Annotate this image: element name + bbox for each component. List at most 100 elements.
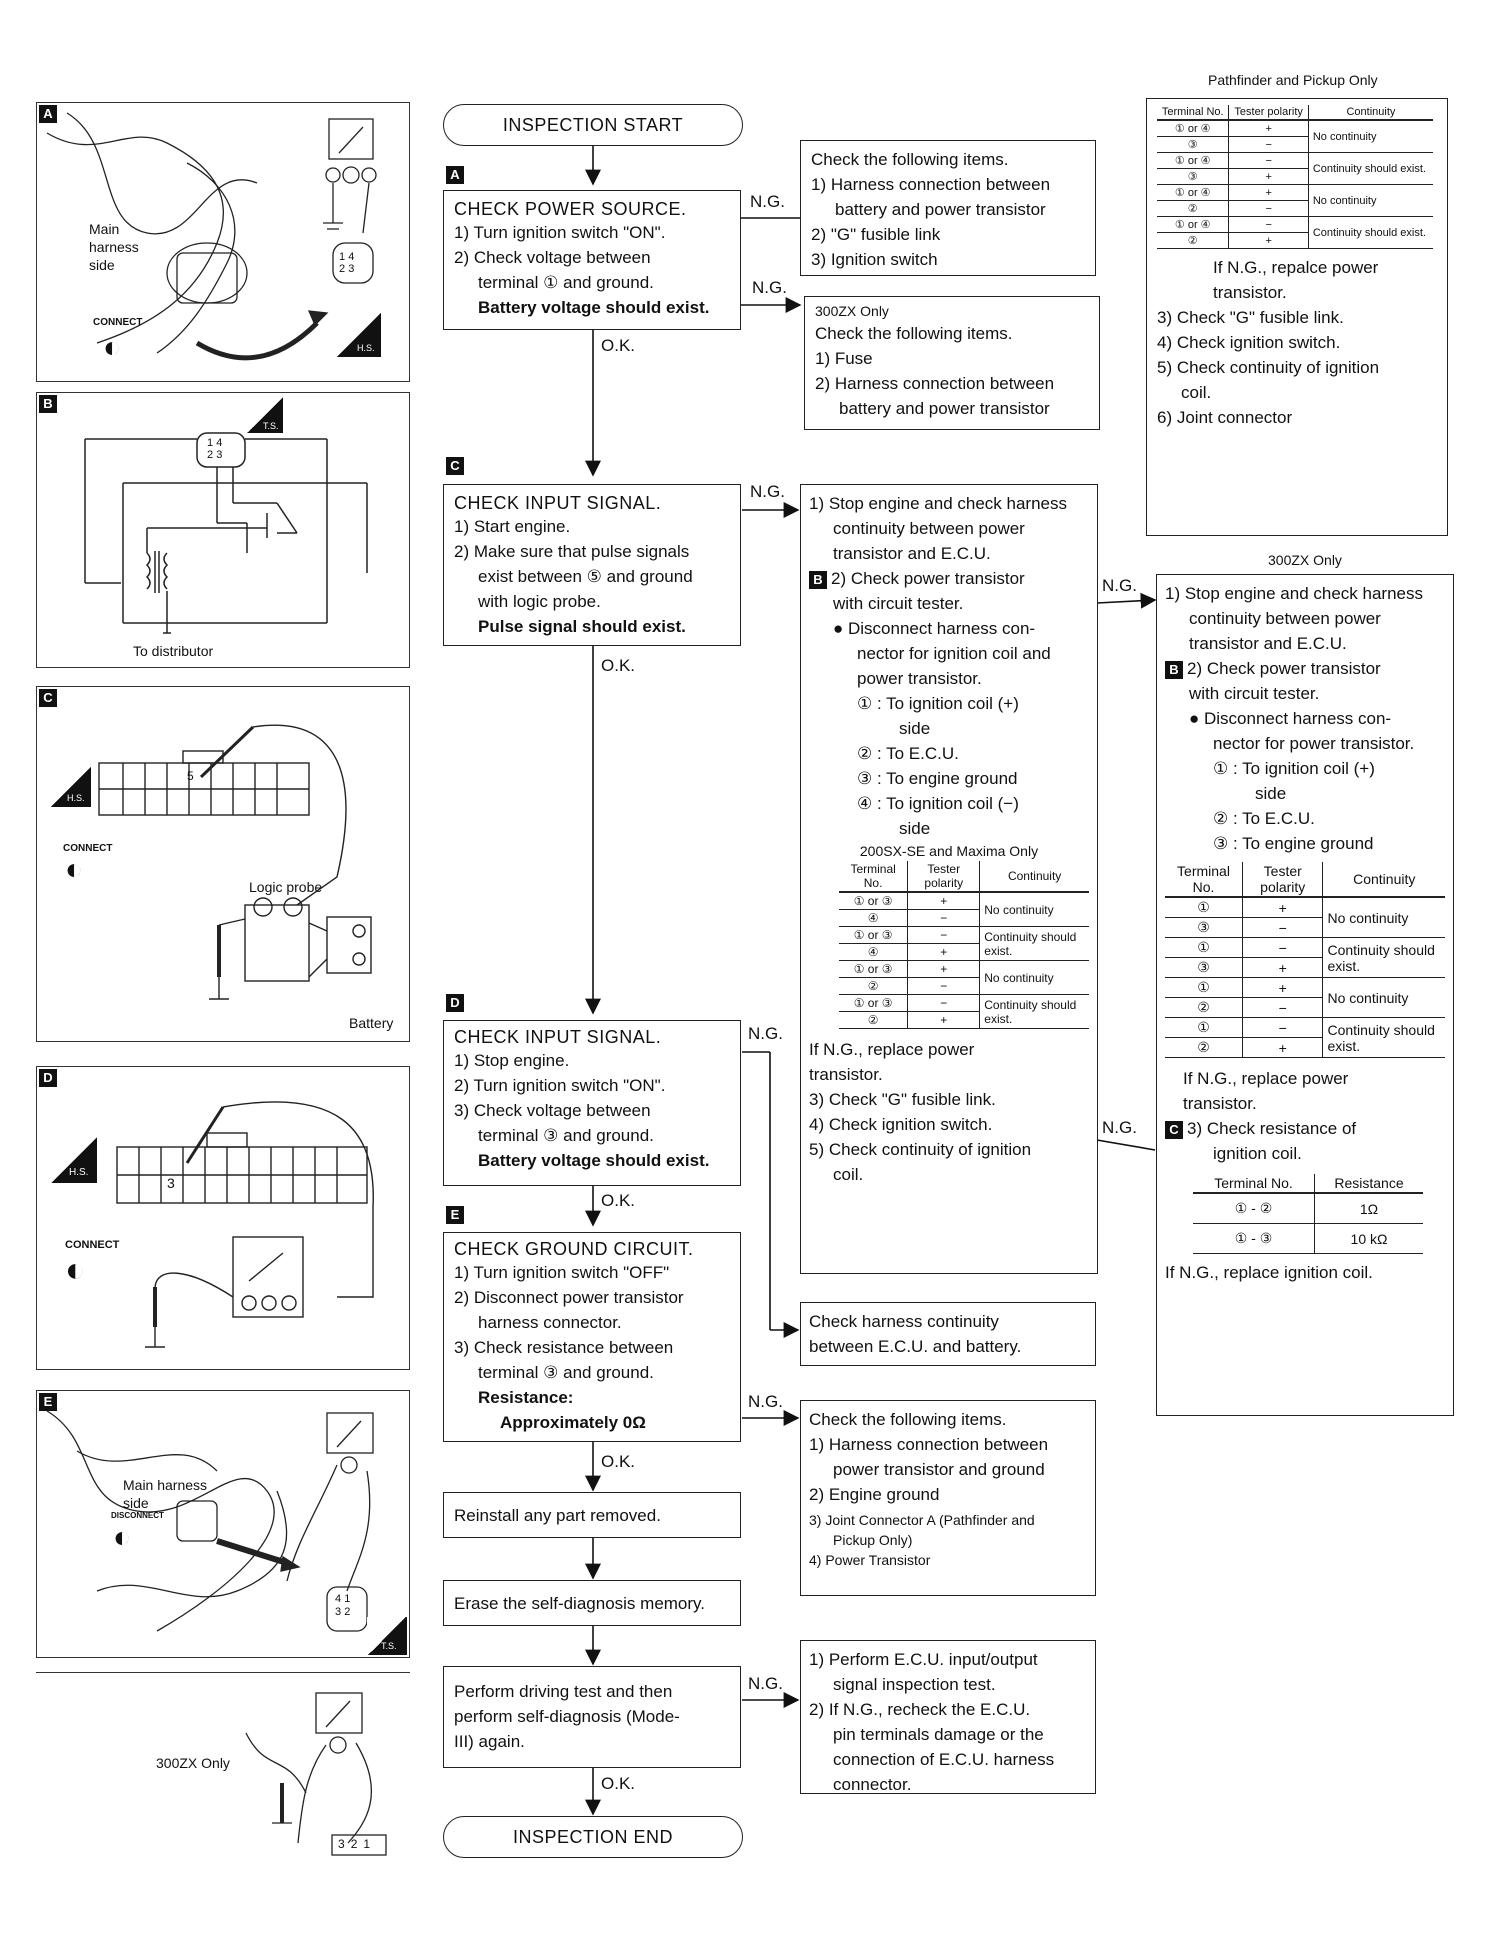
step-a-line: terminal ① and ground. xyxy=(478,273,654,292)
ng-label: N.G. xyxy=(1102,576,1137,595)
ng-c-line: ● Disconnect harness con- xyxy=(833,619,1036,638)
table-200-title: 200SX-SE and Maxima Only xyxy=(859,843,1039,859)
illus-zx-pins: 321 xyxy=(338,1837,377,1851)
illus-b-tag: B xyxy=(39,395,57,413)
ok-label: O.K. xyxy=(601,1191,636,1210)
driving-line: Perform driving test and then xyxy=(454,1682,673,1701)
ng-final-line: pin terminals damage or the xyxy=(833,1725,1044,1744)
table-cell: + xyxy=(1228,168,1309,185)
table-header: Terminal No. xyxy=(1157,105,1229,121)
table-cell: ② xyxy=(1165,997,1243,1018)
test-mode-icon xyxy=(367,1617,407,1655)
table-cell: ① or ④ xyxy=(1157,216,1229,233)
ng-c-line: 1) Stop engine and check harness xyxy=(809,494,1068,513)
driving-line: perform self-diagnosis (Mode- xyxy=(454,1707,680,1726)
ng-a1-line: 1) Harness connection between xyxy=(811,175,1051,194)
illus-a-mode: H.S. xyxy=(357,343,375,353)
table-cell: ② xyxy=(1157,200,1229,217)
step-a-tag: A xyxy=(446,166,468,184)
hot-soak-icon xyxy=(51,767,91,807)
test-mode-icon xyxy=(247,397,283,433)
illus-d-connect: CONNECT xyxy=(65,1239,120,1251)
ng-c-line: with circuit tester. xyxy=(833,594,964,613)
zx-line: ② : To E.C.U. xyxy=(1213,809,1315,828)
table-header: Tester polarity xyxy=(1241,862,1323,898)
table-cell: + xyxy=(1241,1037,1323,1058)
hot-soak-icon xyxy=(337,313,381,357)
step-d-box: CHECK INPUT SIGNAL. 1) Stop engine. 2) T… xyxy=(443,1020,741,1186)
table-cell: − xyxy=(1228,136,1309,153)
table-cell: Continuity should exist. xyxy=(979,926,1089,961)
connector-icon: ◐ xyxy=(65,1251,86,1289)
table-cell: ③ xyxy=(1165,957,1243,978)
ng-label: N.G. xyxy=(748,1392,783,1411)
illus-e-disconnect: DISCONNECT xyxy=(111,1511,164,1520)
table-header: Tester polarity xyxy=(1228,105,1309,121)
step-e-line: 3) Check resistance between xyxy=(454,1338,674,1357)
pathfinder-after: 5) Check continuity of ignition xyxy=(1157,358,1380,377)
ng-c-line: 2) Check power transistor xyxy=(831,569,1025,588)
table-cell: ② xyxy=(839,1011,908,1029)
ng-c-box: 1) Stop engine and check harness continu… xyxy=(800,484,1098,1274)
step-e-line: harness connector. xyxy=(478,1313,622,1332)
ng-d-line: Check harness continuity xyxy=(809,1312,999,1331)
illus-c-pin: 5 xyxy=(187,769,194,783)
table-cell: + xyxy=(1228,232,1309,249)
illus-zx-label: 300ZX Only xyxy=(156,1755,230,1771)
table-cell: ③ xyxy=(1157,136,1229,153)
zx-line: nector for power transistor. xyxy=(1213,734,1415,753)
table-cell: Continuity should exist. xyxy=(1307,152,1433,185)
inspection-start: INSPECTION START xyxy=(443,104,743,146)
table-cell: No continuity xyxy=(1307,184,1433,217)
table-cell: + xyxy=(1241,957,1323,978)
zx-after: transistor. xyxy=(1183,1094,1257,1113)
hot-soak-icon xyxy=(51,1137,97,1183)
table-cell: No continuity xyxy=(1322,897,1445,938)
ng-c-line: side xyxy=(899,719,931,738)
ng-e-small: 3) Joint Connector A (Pathfinder and xyxy=(809,1512,1035,1528)
step-a-line: 1) Turn ignition switch "ON". xyxy=(454,223,666,242)
table-cell: + xyxy=(907,960,980,978)
illus-e-tag: E xyxy=(39,1393,57,1411)
step-e-box: CHECK GROUND CIRCUIT. 1) Turn ignition s… xyxy=(443,1232,741,1442)
illus-a-tag: A xyxy=(39,105,57,123)
ng-c-after: 5) Check continuity of ignition xyxy=(809,1140,1032,1159)
ng-c-after: coil. xyxy=(833,1165,864,1184)
table-cell: ② xyxy=(1165,1037,1243,1058)
table-cell: + xyxy=(1228,184,1309,201)
table-cell: + xyxy=(1228,120,1309,137)
table-cell: Continuity should exist. xyxy=(1322,1017,1445,1058)
zx-line: ● Disconnect harness con- xyxy=(1189,709,1392,728)
ng-c-line: ② : To E.C.U. xyxy=(857,744,959,763)
illustration-zx-drawing xyxy=(245,1692,387,1856)
zx-line: continuity between power xyxy=(1189,609,1381,628)
illustration-a-drawing xyxy=(46,112,377,361)
ng-e-line: power transistor and ground xyxy=(833,1460,1045,1479)
table-cell: Continuity should exist. xyxy=(1307,216,1433,249)
zx-box: 1) Stop engine and check harness continu… xyxy=(1156,574,1454,1416)
pathfinder-after: 3) Check "G" fusible link. xyxy=(1157,308,1344,327)
illus-d-tag: D xyxy=(39,1069,57,1087)
step-a-line: 2) Check voltage between xyxy=(454,248,651,267)
zx-after: If N.G., replace power xyxy=(1183,1069,1349,1088)
table-cell: ① or ③ xyxy=(839,926,908,944)
ng-c-after: 3) Check "G" fusible link. xyxy=(809,1090,996,1109)
ng-c-after: 4) Check ignition switch. xyxy=(809,1115,993,1134)
step-e-tag: E xyxy=(446,1206,468,1224)
ng-a1-line: Check the following items. xyxy=(811,150,1009,169)
table-cell: ① or ④ xyxy=(1157,152,1229,169)
table-cell: − xyxy=(1241,1017,1323,1038)
illus-b-bottom: To distributor xyxy=(133,643,214,659)
table-header: Continuity xyxy=(1322,862,1445,898)
zx-line: ③ : To engine ground xyxy=(1213,834,1374,853)
ng-a2-note: 300ZX Only xyxy=(815,303,889,319)
table-cell: ① or ④ xyxy=(1157,120,1229,137)
erase-box: Erase the self-diagnosis memory. xyxy=(443,1580,741,1626)
step-c-line: 1) Start engine. xyxy=(454,517,571,536)
ng-label: N.G. xyxy=(748,1024,783,1043)
